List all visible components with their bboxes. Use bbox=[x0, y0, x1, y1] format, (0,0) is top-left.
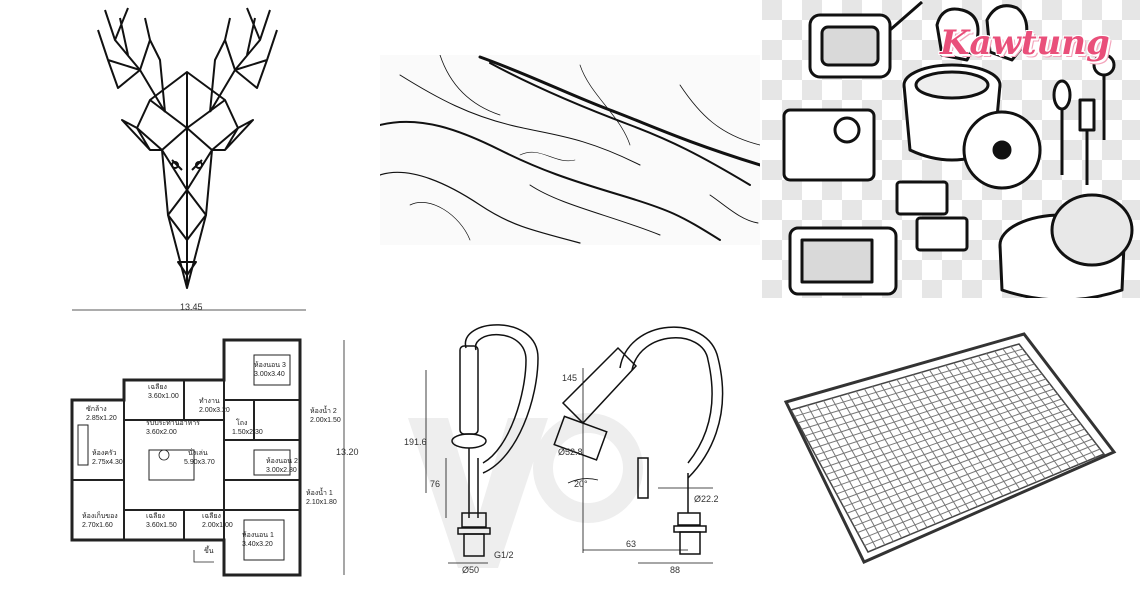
room-size: 3.40x3.20 bbox=[242, 541, 273, 548]
room-label: ห้องนอน 1 bbox=[242, 532, 274, 539]
rack-wire bbox=[839, 413, 1074, 501]
room-label: โถง bbox=[236, 420, 248, 427]
room-label: นั่งเล่น bbox=[188, 450, 208, 457]
rack-wire bbox=[804, 363, 1035, 437]
stairs-label: ขึ้น bbox=[204, 548, 214, 555]
dimension-label: 20° bbox=[574, 479, 588, 489]
room-label: ห้องน้ำ 1 bbox=[306, 490, 333, 497]
rack-wire bbox=[843, 418, 1078, 508]
image-tile-kitchen-doodles[interactable]: Kawtung bbox=[762, 0, 1140, 298]
room-size: 2.00x3.20 bbox=[199, 407, 230, 414]
room-size: 3.00x2.80 bbox=[266, 467, 297, 474]
rack-wire bbox=[850, 428, 1085, 521]
rack-wire bbox=[808, 368, 1039, 443]
room-label: ห้องครัว bbox=[92, 450, 117, 457]
image-tile-geometric-deer[interactable] bbox=[0, 0, 375, 300]
rack-wire bbox=[794, 348, 1024, 417]
brand-logo: Kawtung bbox=[940, 23, 1110, 63]
room-label: ซักล้าง bbox=[86, 406, 107, 413]
rack-wire bbox=[815, 378, 1047, 456]
rack-wire bbox=[822, 388, 1054, 469]
dimension-label: 88 bbox=[670, 565, 681, 575]
room-label: เฉลียง bbox=[146, 513, 165, 520]
deer-line-art bbox=[97, 7, 278, 289]
floor-plan-height-dimension: 13.20 bbox=[336, 447, 359, 457]
room-size: 5.90x3.70 bbox=[184, 459, 215, 466]
room-label: เฉลียง bbox=[202, 513, 221, 520]
rack-wire bbox=[801, 358, 1031, 430]
dimension-label: 191.6 bbox=[404, 437, 427, 447]
room-label: รับประทานอาหาร bbox=[146, 420, 200, 427]
room-label: เฉลียง bbox=[148, 384, 167, 391]
rack-wire bbox=[811, 373, 1043, 450]
rack-wire bbox=[864, 448, 1101, 547]
floor-plan-drawing bbox=[70, 309, 345, 577]
room-size: 2.00x1.50 bbox=[310, 417, 341, 424]
room-label: ห้องนอน 3 bbox=[254, 362, 286, 369]
room-size: 2.70x1.60 bbox=[82, 522, 113, 529]
room-size: 3.00x3.40 bbox=[254, 371, 285, 378]
room-label: ทำงาน bbox=[199, 398, 220, 405]
rack-wire bbox=[860, 443, 1097, 540]
image-tile-floor-plan[interactable]: 13.45 13.20 ห้องนอน 3 3.00x3.40 เฉลียง 3… bbox=[64, 300, 370, 590]
room-size: 3.60x1.00 bbox=[148, 393, 179, 400]
rack-wire bbox=[846, 423, 1081, 514]
dimension-label: 145 bbox=[562, 373, 578, 383]
room-label: ห้องน้ำ 2 bbox=[310, 408, 337, 415]
rack-wire bbox=[832, 403, 1066, 488]
room-size: 1.50x2.30 bbox=[232, 429, 263, 436]
room-size: 2.85x1.20 bbox=[86, 415, 117, 422]
floor-plan-width-dimension: 13.45 bbox=[180, 302, 203, 312]
room-label: ห้องเก็บของ bbox=[82, 513, 118, 520]
marble-veins bbox=[380, 55, 760, 245]
room-size: 2.75x4.30 bbox=[92, 459, 123, 466]
dimension-label: G1/2 bbox=[494, 550, 514, 560]
wire-rack-grid bbox=[783, 332, 1117, 564]
image-tile-marble-texture[interactable] bbox=[380, 55, 760, 245]
rack-wire bbox=[797, 353, 1027, 424]
faucet-technical-lines bbox=[408, 324, 724, 568]
dimension-label: Ø52.8 bbox=[558, 447, 583, 457]
room-size: 2.10x1.80 bbox=[306, 499, 337, 506]
rack-wire bbox=[825, 393, 1058, 476]
checker-background bbox=[762, 0, 1140, 298]
rack-wire bbox=[829, 398, 1062, 482]
room-size: 3.60x1.50 bbox=[146, 522, 177, 529]
dimension-label: Ø50 bbox=[462, 565, 480, 575]
room-size: 3.60x2.00 bbox=[146, 429, 177, 436]
rack-wire bbox=[853, 433, 1089, 527]
room-size: 2.00x1.00 bbox=[202, 522, 233, 529]
image-tile-faucet-drawing[interactable]: 191.6 76 145 Ø52.8 20° Ø22.2 G1/2 Ø50 63… bbox=[388, 308, 750, 597]
rack-wire bbox=[818, 383, 1051, 463]
dimension-label: 76 bbox=[430, 479, 441, 489]
image-tile-wire-rack[interactable] bbox=[764, 300, 1140, 597]
rack-wire bbox=[836, 408, 1070, 495]
rack-wire bbox=[857, 438, 1093, 534]
dimension-label: 63 bbox=[626, 539, 637, 549]
dimension-label: Ø22.2 bbox=[694, 494, 719, 504]
room-label: ห้องนอน 2 bbox=[266, 458, 298, 465]
